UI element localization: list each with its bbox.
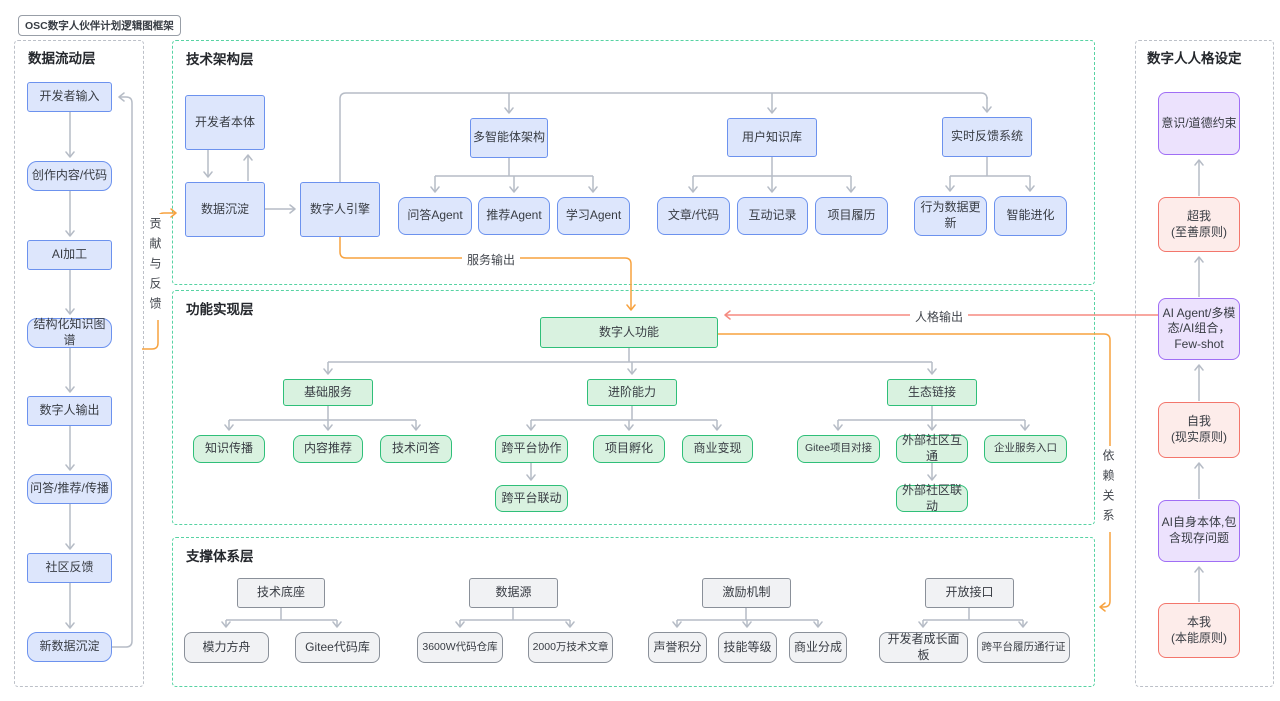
- node-eco-link: 生态链接: [887, 379, 977, 406]
- node-multi-agent: 多智能体架构: [470, 118, 548, 158]
- label-service-output: 服务输出: [462, 250, 521, 269]
- node-ai-self-ontology: AI自身本体,包含现存问题: [1158, 500, 1240, 562]
- node-incentive: 激励机制: [702, 578, 791, 608]
- panel-support-layer: [172, 537, 1095, 687]
- node-developer-ontology: 开发者本体: [185, 95, 265, 150]
- node-content-recommend: 内容推荐: [293, 435, 363, 463]
- panel-persona-layer: [1135, 40, 1274, 687]
- node-open-api: 开放接口: [925, 578, 1014, 608]
- node-external-community: 外部社区互通: [896, 433, 968, 463]
- label-contribution-feedback: 贡献与反馈: [148, 214, 162, 320]
- node-project-incubation: 项目孵化: [593, 435, 665, 463]
- title-data-flow-layer: 数据流动层: [28, 51, 96, 66]
- title-support-layer: 支撑体系层: [186, 549, 254, 564]
- node-developer-input: 开发者输入: [27, 82, 112, 112]
- node-skill-level: 技能等级: [718, 632, 777, 663]
- title-persona-layer: 数字人人格设定: [1147, 51, 1242, 66]
- node-cross-platform-collab: 跨平台协作: [495, 435, 568, 463]
- node-behavior-data-update: 行为数据更新: [914, 196, 987, 236]
- orange-arrows: [142, 208, 1111, 612]
- node-tech-articles: 2000万技术文章: [528, 632, 613, 663]
- node-ai-agent-multimodal: AI Agent/多模态/AI组合，Few-shot: [1158, 298, 1240, 360]
- node-knowledge-graph: 结构化知识图谱: [27, 317, 112, 348]
- node-data-deposit: 数据沉淀: [185, 182, 265, 237]
- node-articles-code: 文章/代码: [657, 197, 730, 235]
- node-ego: 自我 (现实原则): [1158, 402, 1240, 458]
- node-dh-function: 数字人功能: [540, 317, 718, 348]
- node-code-repos: 3600W代码仓库: [417, 632, 503, 663]
- node-reputation-points: 声誉积分: [648, 632, 707, 663]
- node-knowledge-spread: 知识传播: [193, 435, 265, 463]
- frame-title-tag: OSC数字人伙伴计划逻辑图框架: [18, 15, 181, 36]
- node-dh-output: 数字人输出: [27, 396, 112, 426]
- node-dh-engine: 数字人引擎: [300, 182, 380, 237]
- title-function-layer: 功能实现层: [186, 302, 254, 317]
- title-tech-architecture-layer: 技术架构层: [186, 52, 254, 67]
- node-enterprise-entry: 企业服务入口: [984, 435, 1067, 463]
- node-advanced-ability: 进阶能力: [587, 379, 677, 406]
- node-rec-agent: 推荐Agent: [478, 197, 550, 235]
- node-learn-agent: 学习Agent: [557, 197, 630, 235]
- node-project-resume: 项目履历: [815, 197, 888, 235]
- node-commercialization: 商业变现: [682, 435, 753, 463]
- panel-data-flow-layer: [14, 40, 144, 687]
- panel-tech-architecture-layer: [172, 40, 1095, 285]
- node-gitee-project-connect: Gitee项目对接: [797, 435, 880, 463]
- node-id-self: 本我 (本能原则): [1158, 603, 1240, 658]
- node-growth-panel: 开发者成长面板: [879, 632, 968, 663]
- node-qa-rec-spread: 问答/推荐/传播: [27, 474, 112, 504]
- node-cross-platform-link: 跨平台联动: [495, 485, 568, 512]
- panel-function-layer: [172, 290, 1095, 525]
- node-qa-agent: 问答Agent: [398, 197, 472, 235]
- label-dependency: 依赖关系: [1101, 446, 1115, 532]
- node-basic-services: 基础服务: [283, 379, 373, 406]
- node-data-source: 数据源: [469, 578, 558, 608]
- node-resume-passport: 跨平台履历通行证: [977, 632, 1070, 663]
- node-tech-base: 技术底座: [237, 578, 325, 608]
- node-superego: 超我 (至善原则): [1158, 197, 1240, 252]
- node-create-content: 创作内容/代码: [27, 161, 112, 191]
- node-realtime-feedback: 实时反馈系统: [942, 117, 1032, 157]
- node-gitee-repo: Gitee代码库: [295, 632, 380, 663]
- node-community-feedback: 社区反馈: [27, 553, 112, 583]
- node-revenue-share: 商业分成: [789, 632, 847, 663]
- node-moli-ark: 模力方舟: [184, 632, 269, 663]
- node-ai-processing: AI加工: [27, 240, 112, 270]
- node-moral-constraint: 意识/道德约束: [1158, 92, 1240, 155]
- node-external-community-link: 外部社区联动: [896, 483, 968, 513]
- node-user-knowledge-base: 用户知识库: [727, 118, 817, 157]
- node-interaction-records: 互动记录: [737, 197, 808, 235]
- node-new-data-deposit: 新数据沉淀: [27, 632, 112, 662]
- label-persona-output: 人格输出: [910, 307, 969, 326]
- node-tech-qa: 技术问答: [380, 435, 452, 463]
- gray-arrows: [65, 92, 1204, 648]
- node-intelligent-evolution: 智能进化: [994, 196, 1067, 236]
